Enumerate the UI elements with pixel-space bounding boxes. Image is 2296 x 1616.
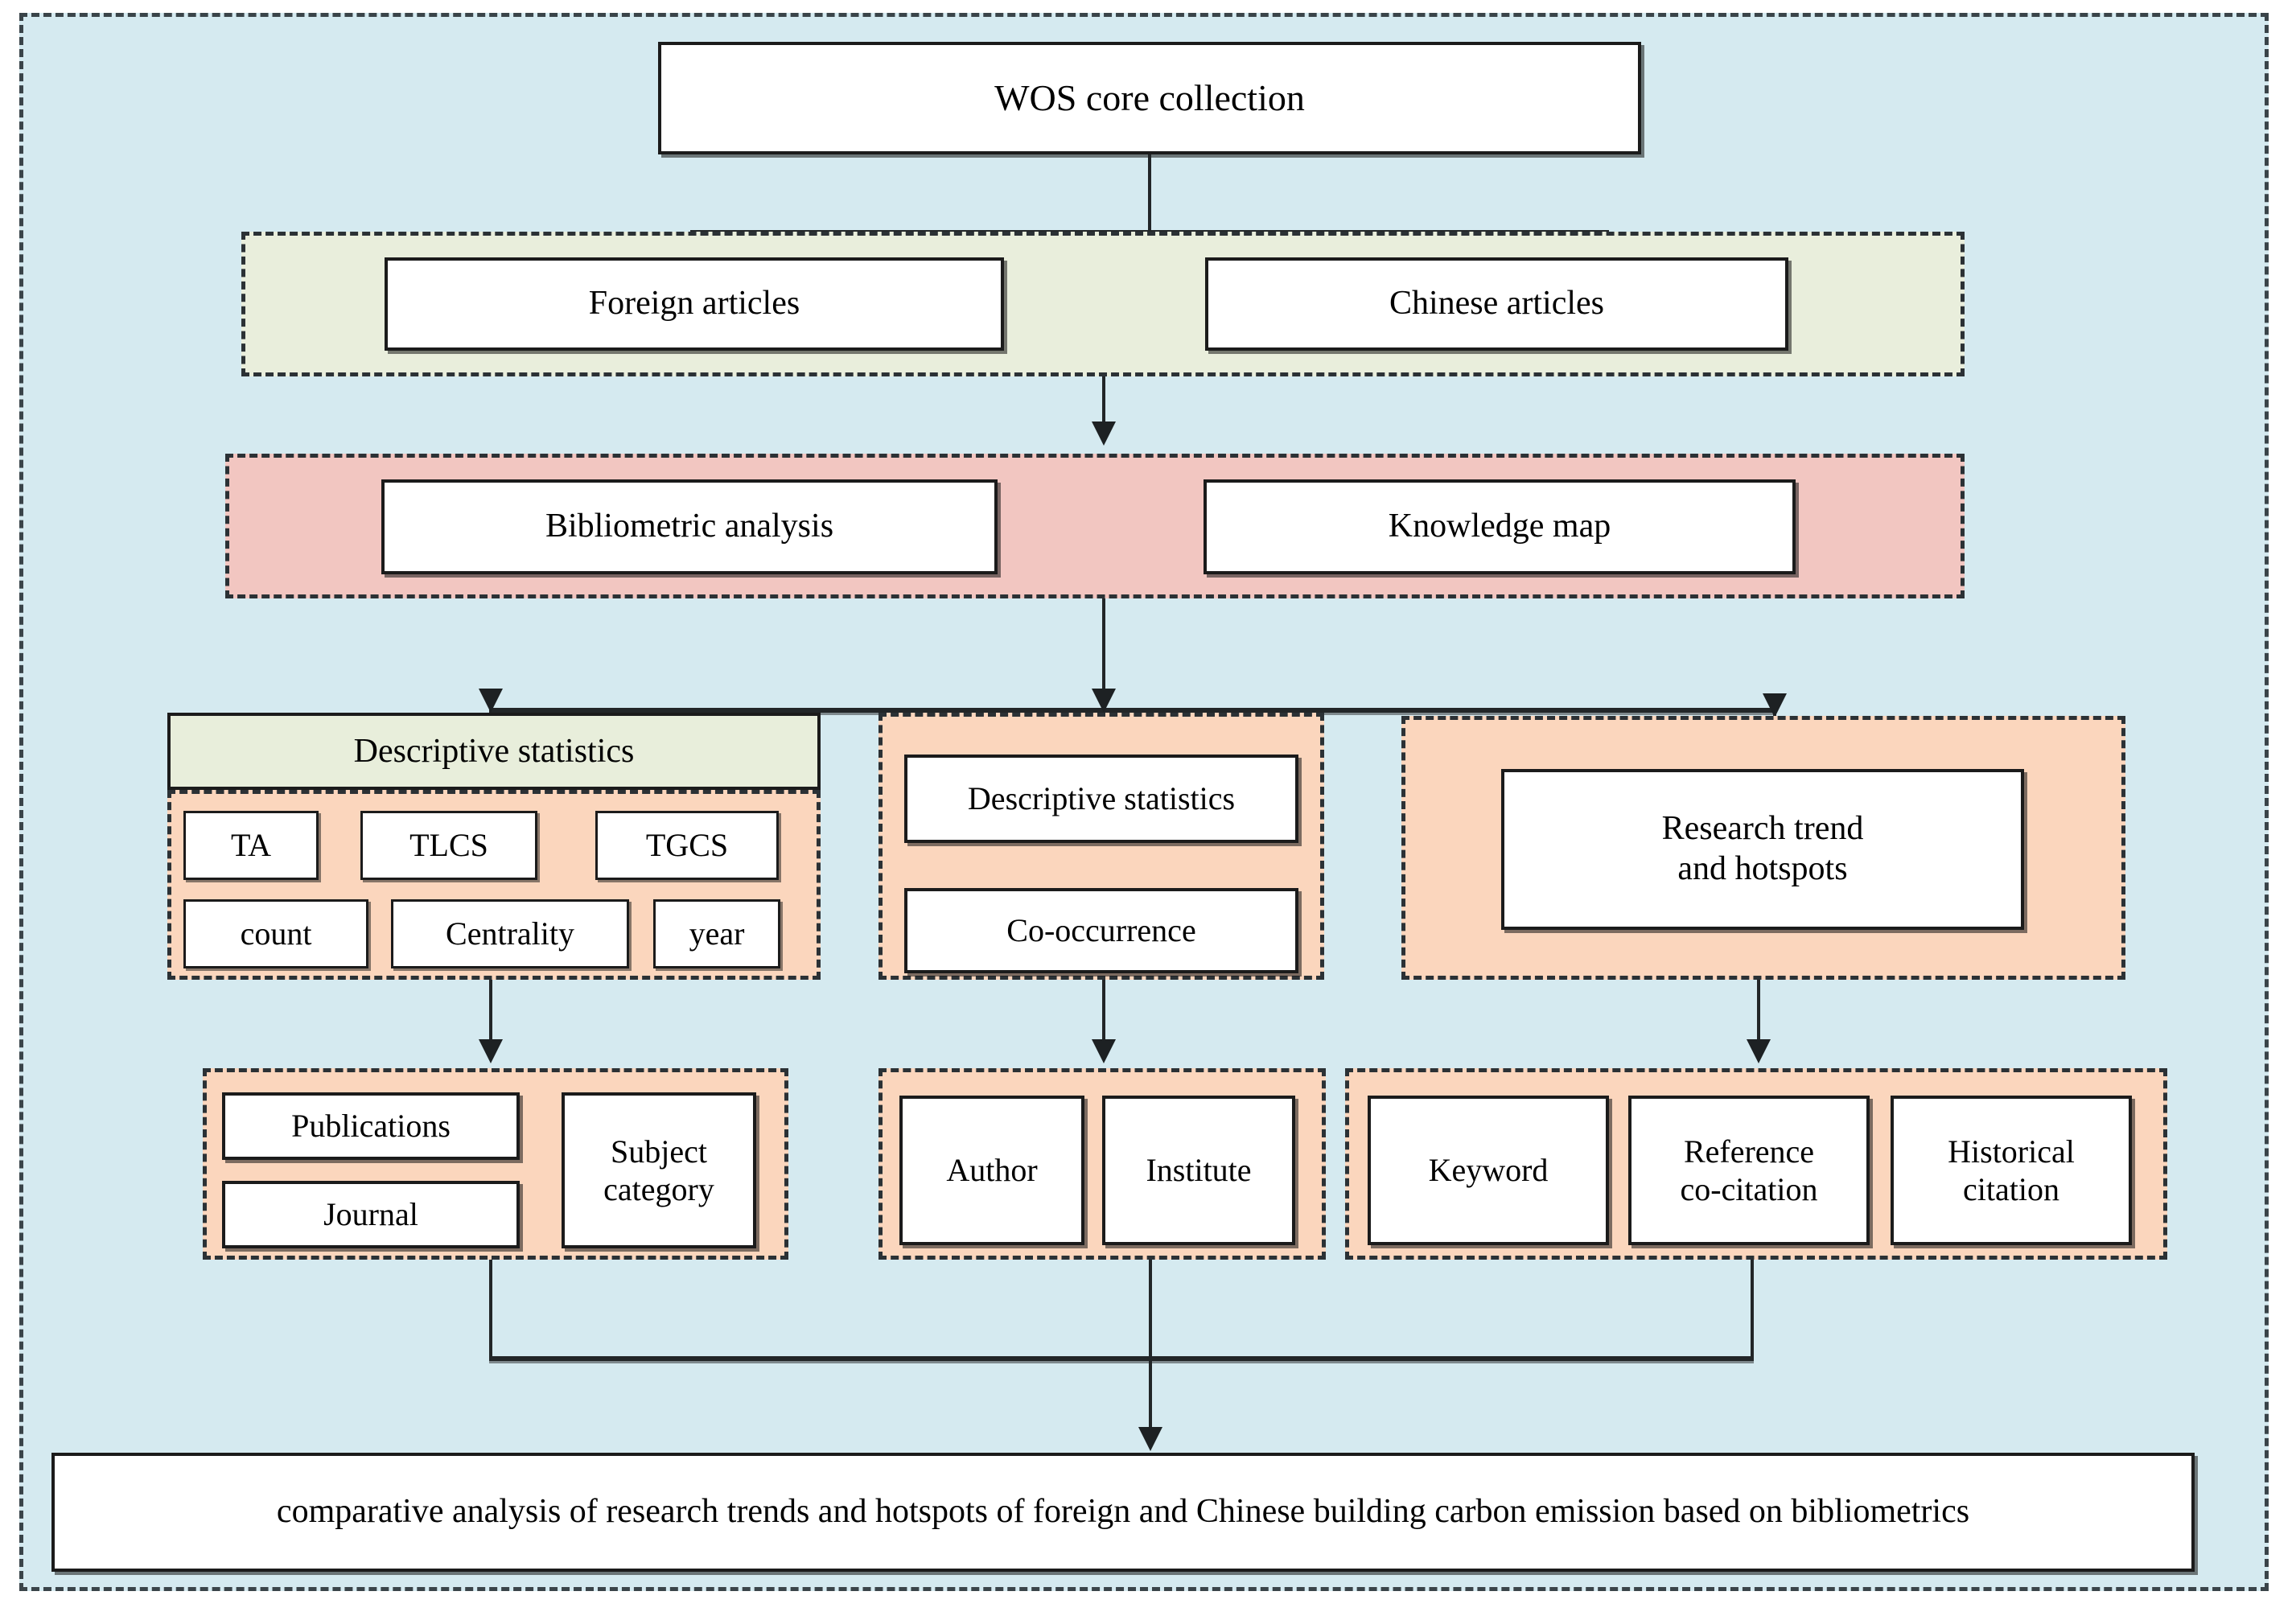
node-label: Reference co-citation: [1680, 1133, 1818, 1207]
node-label: Co-occurrence: [1006, 912, 1196, 949]
connector-methods-stem: [1102, 598, 1105, 711]
node-middle-descriptive-statistics[interactable]: Descriptive statistics: [904, 755, 1298, 843]
left-column-header-label: Descriptive statistics: [353, 733, 635, 770]
node-output-publications[interactable]: Publications: [222, 1092, 520, 1160]
arrow-to-right-outputs: [1747, 1039, 1771, 1063]
connector-left-outputs-down: [489, 1260, 492, 1359]
node-label: Descriptive statistics: [967, 780, 1236, 817]
node-label: Knowledge map: [1388, 508, 1611, 545]
node-label: Bibliometric analysis: [545, 508, 834, 545]
node-label: Journal: [323, 1196, 418, 1233]
arrow-to-right-column: [1763, 693, 1787, 718]
node-metric-tlcs[interactable]: TLCS: [360, 811, 537, 880]
connector-merge-to-conclusion: [1149, 1356, 1152, 1433]
arrow-to-middle-outputs: [1092, 1039, 1116, 1063]
arrow-to-methods-band: [1092, 421, 1116, 446]
node-conclusion[interactable]: comparative analysis of research trends …: [51, 1453, 2195, 1572]
node-label: Subject category: [603, 1133, 714, 1207]
node-output-institute[interactable]: Institute: [1102, 1096, 1295, 1245]
node-wos-core-collection[interactable]: WOS core collection: [658, 42, 1641, 154]
connector-wos-stem: [1148, 154, 1151, 232]
node-label: year: [689, 915, 745, 952]
connector-left-metrics-to-outputs: [489, 980, 492, 1047]
node-metric-tgcs[interactable]: TGCS: [595, 811, 779, 880]
connector-methods-bar: [489, 708, 1776, 713]
node-chinese-articles[interactable]: Chinese articles: [1205, 257, 1788, 351]
node-label: Research trend and hotspots: [1661, 810, 1864, 887]
arrow-to-conclusion: [1138, 1427, 1162, 1451]
connector-right-outputs-down: [1751, 1260, 1754, 1359]
node-label: TLCS: [409, 827, 488, 864]
node-output-journal[interactable]: Journal: [222, 1181, 520, 1248]
node-research-trend-and-hotspots[interactable]: Research trend and hotspots: [1501, 769, 2024, 930]
node-output-historical-citation[interactable]: Historical citation: [1891, 1096, 2132, 1245]
connector-middle-analysis-to-outputs: [1102, 980, 1105, 1047]
node-label: WOS core collection: [994, 76, 1305, 118]
node-bibliometric-analysis[interactable]: Bibliometric analysis: [381, 479, 998, 574]
panel-left-column-header: Descriptive statistics: [167, 713, 821, 790]
node-middle-co-occurrence[interactable]: Co-occurrence: [904, 888, 1298, 973]
node-label: Centrality: [446, 915, 574, 952]
node-foreign-articles[interactable]: Foreign articles: [385, 257, 1004, 351]
node-label: Historical citation: [1948, 1133, 2075, 1207]
node-label: Chinese articles: [1389, 285, 1605, 323]
node-metric-year[interactable]: year: [653, 899, 780, 968]
node-output-author[interactable]: Author: [899, 1096, 1084, 1245]
node-label: Keyword: [1428, 1152, 1549, 1189]
node-label: Author: [946, 1152, 1038, 1189]
node-output-keyword[interactable]: Keyword: [1368, 1096, 1609, 1245]
node-label: Institute: [1146, 1152, 1252, 1189]
node-metric-count[interactable]: count: [183, 899, 368, 968]
node-label: TGCS: [645, 827, 729, 864]
node-label: Foreign articles: [588, 285, 800, 323]
node-label: Publications: [291, 1108, 451, 1145]
arrow-to-left-outputs: [479, 1039, 503, 1063]
node-output-subject-category[interactable]: Subject category: [562, 1092, 756, 1248]
connector-merge-bar: [489, 1356, 1754, 1361]
connector-articles-to-methods: [1102, 376, 1105, 428]
arrow-to-middle-column: [1092, 689, 1116, 713]
node-metric-centrality[interactable]: Centrality: [391, 899, 629, 968]
node-label: TA: [230, 827, 272, 864]
connector-middle-outputs-down: [1149, 1260, 1152, 1359]
node-label: count: [240, 915, 312, 952]
node-output-reference-co-citation[interactable]: Reference co-citation: [1628, 1096, 1870, 1245]
node-label: comparative analysis of research trends …: [276, 1493, 1970, 1531]
node-metric-ta[interactable]: TA: [183, 811, 319, 880]
connector-right-analysis-to-outputs: [1757, 980, 1760, 1047]
arrow-to-left-column: [479, 689, 503, 713]
node-knowledge-map[interactable]: Knowledge map: [1204, 479, 1796, 574]
